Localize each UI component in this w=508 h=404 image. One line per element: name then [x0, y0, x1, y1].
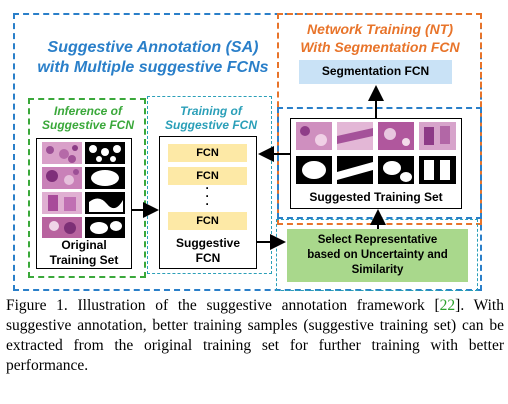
caption-text-after: ]. With suggestive annotation, better tr… [6, 297, 504, 374]
caption-citation[interactable]: 22 [439, 297, 456, 314]
segmentation-fcn-label: Segmentation FCN [321, 64, 430, 78]
segmentation-fcn-box [299, 60, 452, 84]
select-line1: Select Representative [317, 234, 438, 246]
fcn-ellipsis: ··· [205, 181, 210, 211]
inference-frame [28, 98, 146, 278]
original-mask-thumbnails [85, 142, 125, 238]
training-frame [147, 96, 272, 274]
original-training-set-label: Original Training Set [36, 238, 132, 268]
fcn-block-3: FCN [168, 212, 247, 230]
inference-title-line2: Suggestive FCN [41, 118, 134, 132]
inference-title-line1: Inference of [53, 104, 122, 118]
select-representative-box [287, 229, 468, 282]
suggestive-fcn-label: Suggestive FCN [159, 236, 257, 266]
original-label-line1: Original [61, 238, 107, 252]
training-title-line1: Training of [180, 104, 242, 118]
select-line3: Similarity [351, 264, 404, 276]
nt-title: Network Training (NT) With Segmentation … [280, 20, 480, 56]
select-representative-label: Select Representative based on Uncertain… [287, 233, 468, 278]
nt-title-line2: With Segmentation FCN [300, 39, 460, 55]
sa-title-line1: Suggestive Annotation (SA) [47, 39, 259, 56]
original-label-line2: Training Set [49, 253, 119, 267]
suggestive-label-line1: Suggestive [175, 236, 241, 250]
caption-text-before: Figure 1. Illustration of the suggestive… [6, 297, 440, 314]
sa-title: Suggestive Annotation (SA) with Multiple… [28, 38, 278, 78]
training-title-line2: Suggestive FCN [164, 118, 257, 132]
sa-title-line2: with Multiple suggestive FCNs [37, 59, 269, 76]
fcn-block-2: FCN [168, 167, 247, 185]
suggestive-label-line2: FCN [195, 251, 221, 265]
training-title: Training of Suggestive FCN [150, 104, 272, 132]
nt-title-line1: Network Training (NT) [307, 21, 453, 37]
inference-title: Inference of Suggestive FCN [30, 104, 146, 132]
suggested-thumbnails [296, 122, 456, 184]
original-histology-thumbnails [42, 142, 82, 238]
suggested-training-set-label: Suggested Training Set [309, 190, 443, 204]
fcn-block-1: FCN [168, 144, 247, 162]
figure-caption: Figure 1. Illustration of the suggestive… [6, 296, 504, 376]
arrows-layer [132, 85, 386, 250]
select-line2: based on Uncertainty and [307, 249, 448, 261]
